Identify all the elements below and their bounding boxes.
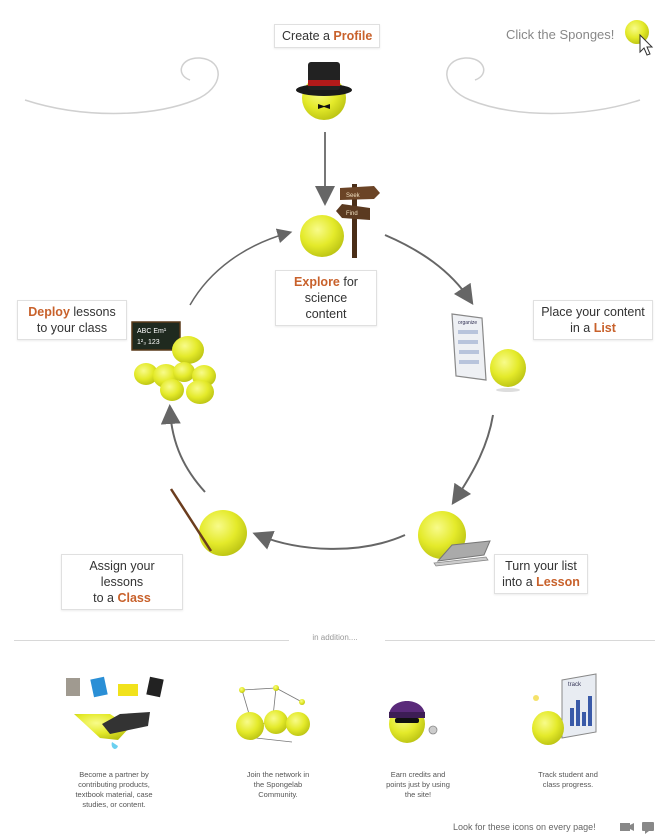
class-link[interactable]: Class (117, 591, 151, 605)
organize-text: organize (458, 320, 477, 326)
track-line2: class progress. (542, 780, 594, 789)
arrow-lesson-class (252, 530, 406, 550)
feature-network-text: Join the network in the Spongelab Commun… (230, 770, 326, 800)
credits-line2: points just by using (386, 780, 450, 789)
explore-line2-text: science content (304, 291, 348, 321)
explore-link[interactable]: Explore (294, 275, 340, 289)
credits-line1: Earn credits and (390, 770, 446, 779)
arrow-explore-list (384, 234, 474, 305)
partner-line4: studies, or content. (82, 800, 146, 809)
swirl-right (446, 57, 641, 115)
explore-sponge-signpost-icon[interactable]: Seek Find (298, 176, 382, 260)
partner-line3: textbook material, case (75, 790, 153, 799)
lesson-pre-text: into a (502, 575, 537, 589)
divider-line-right (385, 640, 655, 641)
footer-note: Look for these icons on every page! (453, 822, 596, 832)
network-line3: Community. (258, 790, 298, 799)
sign-seek-text: Seek (346, 193, 361, 199)
partner-line2: contributing products, (78, 780, 150, 789)
deploy-post-text: lessons (69, 305, 116, 319)
feature-credits-text: Earn credits and points just by using th… (378, 770, 458, 800)
video-icon (620, 823, 630, 831)
chalk-line2-text: 1²₃ 123 (137, 339, 160, 346)
lesson-line1-text: Turn your list (505, 559, 577, 573)
arrow-deploy-explore (189, 228, 293, 306)
partner-handshake-icon[interactable] (60, 672, 170, 762)
step-deploy-label[interactable]: Deploy lessons to your class (17, 300, 127, 340)
step-profile-label[interactable]: Create a Profile (274, 24, 381, 48)
deploy-sponges-chalkboard-icon[interactable]: ABC Em¹ 1²₃ 123 (128, 318, 224, 408)
track-line1: Track student and (538, 770, 598, 779)
arrow-class-deploy (160, 404, 206, 493)
class-pre-text: to a (93, 591, 118, 605)
list-pre-text: in a (570, 321, 594, 335)
track-sponge-chart-icon[interactable]: track (524, 672, 600, 754)
list-sponge-clipboard-icon[interactable]: organize (448, 310, 532, 396)
in-addition-text: in addition.... (312, 633, 358, 642)
prompt-sponge-icon[interactable] (622, 18, 656, 56)
credits-line3: the site! (404, 790, 432, 799)
deploy-line2-text: to your class (36, 321, 108, 335)
step-lesson-label[interactable]: Turn your list into a Lesson (494, 554, 588, 594)
chalk-line1-text: ABC Em¹ (137, 328, 167, 335)
step-class-label[interactable]: Assign your lessons to a Class (61, 554, 183, 610)
divider-line-left (14, 640, 289, 641)
swirl-left (24, 57, 219, 115)
lesson-link[interactable]: Lesson (536, 575, 580, 589)
profile-sponge-top-hat-icon[interactable] (292, 56, 358, 126)
profile-pre-text: Create a (282, 29, 334, 43)
network-line1: Join the network in (246, 770, 310, 779)
explore-post-text: for (339, 275, 358, 289)
track-text: track (568, 682, 582, 688)
profile-link[interactable]: Profile (333, 29, 373, 43)
list-line1-text: Place your content (541, 305, 645, 319)
lesson-sponge-laptop-icon[interactable] (412, 505, 496, 569)
in-addition-divider: in addition.... (0, 633, 667, 647)
footer-icons (620, 822, 654, 834)
arrow-list-lesson (451, 414, 494, 505)
feature-track-text: Track student and class progress. (528, 770, 608, 790)
network-line2: the Spongelab (253, 780, 303, 789)
list-link[interactable]: List (593, 321, 616, 335)
class-line1-text: Assign your lessons (89, 559, 155, 589)
deploy-link[interactable]: Deploy (28, 305, 70, 319)
step-explore-label[interactable]: Explore for science content (275, 270, 377, 326)
click-sponges-text: Click the Sponges! (506, 27, 615, 42)
sign-find-text: Find (346, 211, 358, 217)
class-sponge-pointer-icon[interactable] (165, 485, 257, 565)
step-list-label[interactable]: Place your content in a List (533, 300, 653, 340)
feature-partner-text: Become a partner by contributing product… (62, 770, 166, 810)
partner-line1: Become a partner by (79, 770, 149, 779)
network-sponges-icon[interactable] (232, 682, 318, 748)
comment-icon (642, 822, 654, 831)
credits-sponge-beanie-icon[interactable] (383, 688, 443, 750)
